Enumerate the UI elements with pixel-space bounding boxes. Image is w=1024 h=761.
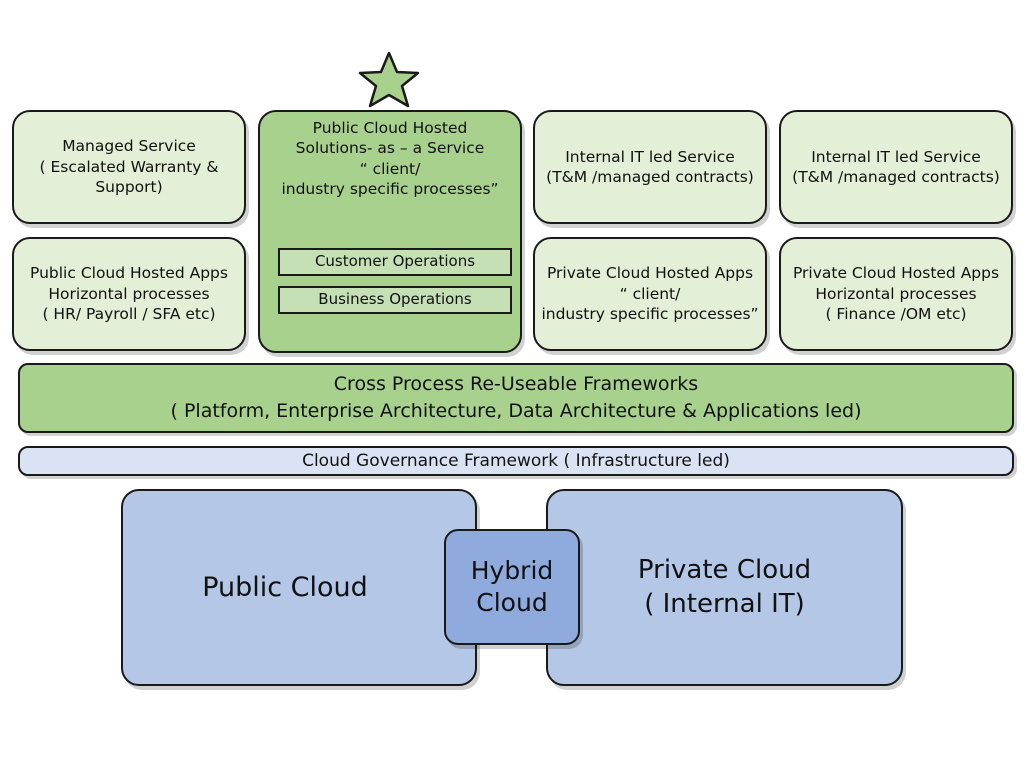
private-apps-client-processes: industry specific processes” [541,305,759,324]
private-cloud-box: Private Cloud ( Internal IT) [546,489,903,686]
internal-it-service-box-2: Internal IT led Service (T&M /managed co… [779,110,1013,224]
frameworks-title: Cross Process Re-Useable Frameworks [333,373,699,396]
internal-it-detail-1: (T&M /managed contracts) [546,168,754,186]
hybrid-cloud-box: Hybrid Cloud [444,529,580,645]
public-cloud-box: Public Cloud [121,489,477,686]
business-operations-box: Business Operations [278,286,512,314]
public-cloud-hosted-apps-box: Public Cloud Hosted Apps Horizontal proc… [12,237,246,351]
private-apps-client-sub: “ client/ [619,284,681,303]
private-cloud-hosted-apps-client-box: Private Cloud Hosted Apps “ client/ indu… [533,237,767,351]
hybrid-cloud-sublabel: Cloud [476,588,548,617]
star-icon [358,51,420,108]
cloud-governance-band: Cloud Governance Framework ( Infrastruct… [18,446,1014,476]
frameworks-detail: ( Platform, Enterprise Architecture, Dat… [170,400,862,422]
hosted-solutions-subtitle: Solutions- as – a Service [295,139,485,158]
public-apps-subtitle: Horizontal processes [48,284,210,303]
internal-it-detail-2: (T&M /managed contracts) [792,168,1000,186]
private-cloud-label: Private Cloud [637,554,812,585]
internal-it-title-1: Internal IT led Service [565,147,735,166]
public-apps-title: Public Cloud Hosted Apps [30,264,228,283]
internal-it-title-2: Internal IT led Service [811,147,981,166]
private-apps-horizontal-title: Private Cloud Hosted Apps [792,264,1000,283]
public-cloud-hosted-solutions-box: Public Cloud Hosted Solutions- as – a Se… [258,110,522,353]
hosted-solutions-title: Public Cloud Hosted [312,119,468,137]
public-cloud-label: Public Cloud [202,571,368,603]
customer-operations-box: Customer Operations [278,248,512,276]
private-cloud-hosted-apps-horizontal-box: Private Cloud Hosted Apps Horizontal pro… [779,237,1013,351]
public-apps-examples: ( HR/ Payroll / SFA etc) [42,305,216,324]
managed-service-detail: ( Escalated Warranty & [39,157,219,176]
private-cloud-sublabel: ( Internal IT) [644,588,805,619]
private-apps-horizontal-examples: ( Finance /OM etc) [825,305,967,324]
managed-service-detail-2: Support) [95,178,163,197]
cross-process-frameworks-band: Cross Process Re-Useable Frameworks ( Pl… [18,363,1014,433]
managed-service-box: Managed Service ( Escalated Warranty & S… [12,110,246,224]
governance-label: Cloud Governance Framework ( Infrastruct… [302,451,730,471]
hosted-solutions-processes: industry specific processes” [281,180,499,199]
private-apps-client-title: Private Cloud Hosted Apps [546,264,754,283]
private-apps-horizontal-sub: Horizontal processes [815,284,977,303]
managed-service-title: Managed Service [62,137,196,156]
hosted-solutions-client: “ client/ [359,159,421,178]
internal-it-service-box-1: Internal IT led Service (T&M /managed co… [533,110,767,224]
hybrid-cloud-label: Hybrid [470,555,554,585]
